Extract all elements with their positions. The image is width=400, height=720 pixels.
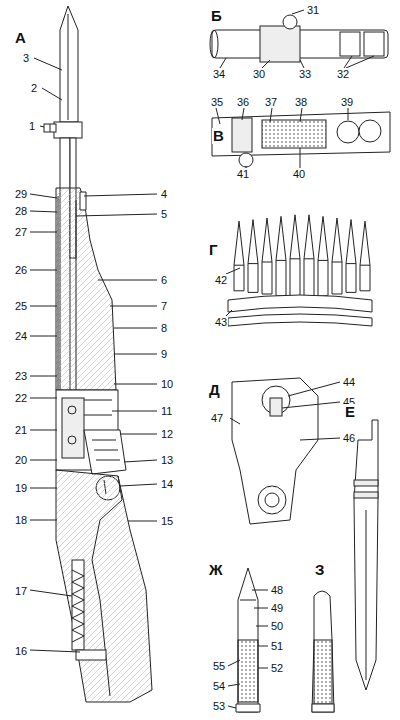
callout-number: 7 [160,300,168,312]
callout-number: 18 [14,514,28,526]
callout-number: 37 [264,96,278,108]
callout-number: 27 [14,226,28,238]
callout-number: 40 [292,168,306,180]
callout-number: 6 [160,274,168,286]
section-letter: Ж [208,562,224,578]
callout-number: 35 [210,96,224,108]
callout-number: 2 [30,82,38,94]
section-letter: Е [344,404,356,420]
callout-number: 17 [14,585,28,597]
callout-number: 38 [294,96,308,108]
callout-number: 54 [212,680,226,692]
section-letter: Д [208,382,221,398]
callout-number: 52 [270,662,284,674]
callout-number: 48 [270,584,284,596]
callout-number: 1 [28,120,36,132]
callout-number: 25 [14,300,28,312]
callout-number: 5 [160,208,168,220]
section-letter: В [212,128,225,144]
callout-number: 50 [270,620,284,632]
callout-number: 43 [214,316,228,328]
callout-number: 42 [214,274,228,286]
callout-number: 11 [160,405,173,417]
callout-number: 41 [236,168,250,180]
callout-number: 21 [14,424,28,436]
section-letter: З [314,562,325,578]
callout-number: 28 [14,205,28,217]
callout-number: 12 [160,428,174,440]
callout-number: 19 [14,482,28,494]
callout-number: 39 [340,96,354,108]
callout-number: 13 [160,454,174,466]
callout-number: 34 [212,68,226,80]
section-letter: А [14,30,27,46]
callout-number: 29 [14,188,28,200]
callout-number: 3 [22,52,30,64]
callout-number: 31 [306,4,320,16]
callout-number: 44 [342,376,356,388]
callout-number: 47 [210,412,224,424]
callout-number: 22 [14,392,28,404]
callout-number: 9 [160,348,168,360]
callout-number: 30 [252,68,266,80]
section-letter: Г [208,242,219,258]
callout-number: 46 [342,432,356,444]
callout-number: 26 [14,264,28,276]
section-letter: Б [210,8,223,24]
callout-number: 20 [14,454,28,466]
callout-number: 10 [160,378,174,390]
callout-number: 16 [14,645,28,657]
callout-number: 15 [160,515,174,527]
callout-number: 23 [14,370,28,382]
callout-number: 55 [212,660,226,672]
callout-number: 14 [160,478,174,490]
callout-number: 53 [212,700,226,712]
callout-number: 24 [14,330,28,342]
callout-number: 4 [160,188,168,200]
callout-number: 51 [270,640,284,652]
callout-number: 33 [298,68,312,80]
callout-number: 49 [270,602,284,614]
callout-number: 32 [336,68,350,80]
callout-number: 36 [236,96,250,108]
callout-number: 8 [160,322,168,334]
